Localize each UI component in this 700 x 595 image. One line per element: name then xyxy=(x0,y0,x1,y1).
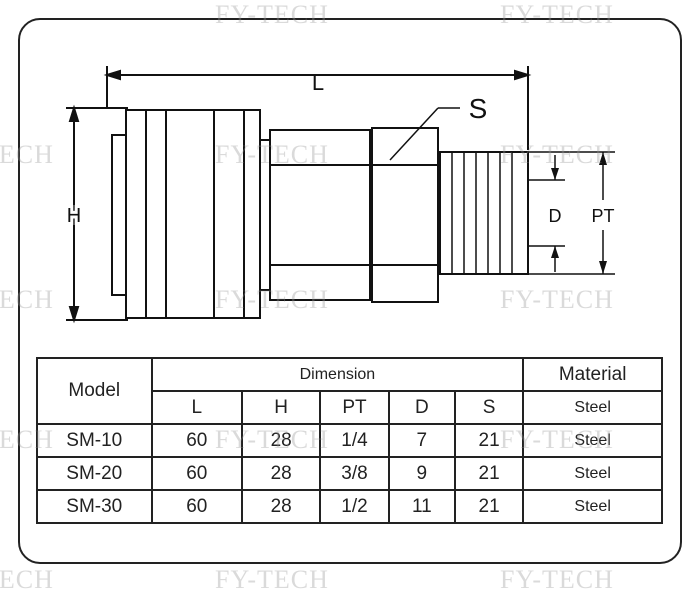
col-L: L xyxy=(150,390,243,425)
cell-H: 28 xyxy=(240,456,322,491)
label-PT: PT xyxy=(591,206,614,226)
label-H: H xyxy=(67,205,81,227)
cell-model: SM-10 xyxy=(36,423,153,458)
cell-L: 60 xyxy=(150,489,243,524)
col-D: D xyxy=(387,390,456,425)
cell-S: 21 xyxy=(453,456,525,491)
header-material: Material xyxy=(522,357,663,392)
cell-model: SM-30 xyxy=(36,489,153,524)
cell-material: Steel xyxy=(522,423,663,458)
cell-H: 28 xyxy=(240,489,322,524)
header-dimension: Dimension xyxy=(150,357,525,392)
col-H: H xyxy=(240,390,322,425)
table-row: SM-30 60 28 1/2 11 21 Steel xyxy=(36,489,663,524)
cell-L: 60 xyxy=(150,423,243,458)
cell-PT: 1/2 xyxy=(319,489,390,524)
cell-PT: 1/4 xyxy=(319,423,390,458)
col-S: S xyxy=(453,390,525,425)
label-L: L xyxy=(312,70,324,95)
cell-S: 21 xyxy=(453,489,525,524)
table-row: SM-20 60 28 3/8 9 21 Steel xyxy=(36,456,663,491)
cell-material: Steel xyxy=(522,489,663,524)
col-PT: PT xyxy=(319,390,390,425)
header-model: Model xyxy=(36,357,153,425)
cell-H: 28 xyxy=(240,423,322,458)
header-material-value: Steel xyxy=(522,390,663,425)
cell-S: 21 xyxy=(453,423,525,458)
cell-model: SM-20 xyxy=(36,456,153,491)
cell-material: Steel xyxy=(522,456,663,491)
cell-D: 7 xyxy=(387,423,456,458)
cell-L: 60 xyxy=(150,456,243,491)
table-row: SM-10 60 28 1/4 7 21 Steel xyxy=(36,423,663,458)
diagram-frame xyxy=(18,18,682,564)
cell-PT: 3/8 xyxy=(319,456,390,491)
cell-D: 11 xyxy=(387,489,456,524)
label-D: D xyxy=(549,206,562,226)
label-S: S xyxy=(469,93,488,124)
dimension-table: Model Dimension Material L H PT D S Stee… xyxy=(36,357,663,524)
cell-D: 9 xyxy=(387,456,456,491)
